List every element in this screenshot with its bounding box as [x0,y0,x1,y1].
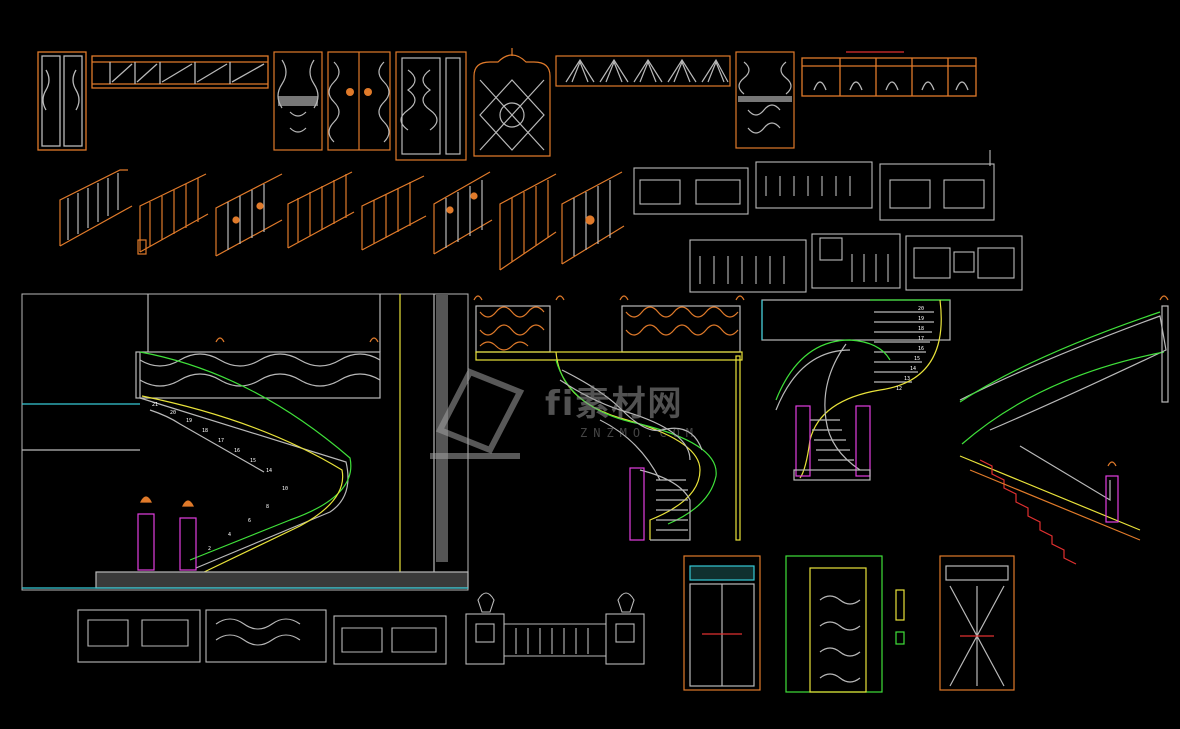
stair-railing-6 [433,171,493,255]
svg-text:17: 17 [218,438,224,444]
svg-text:2: 2 [208,546,211,552]
watermark-text: fi素材网 [545,384,684,424]
door-elevation-1 [683,555,761,691]
stair-railing-2 [137,173,209,255]
svg-text:18: 18 [918,326,924,332]
svg-text:17: 17 [918,336,924,342]
door-elevation-3 [939,555,1015,691]
svg-text:16: 16 [234,448,240,454]
gate-panel-1 [37,51,87,151]
railing-panel-fan [555,55,731,87]
svg-text:15: 15 [914,356,920,362]
small-spiral-staircase [761,299,951,481]
svg-text:13: 13 [904,376,910,382]
svg-text:6: 6 [248,518,251,524]
svg-text:10: 10 [282,486,288,492]
svg-text:4: 4 [228,532,231,538]
watermark-logo-icon [430,368,525,459]
stair-railing-3 [215,173,283,257]
bottom-balustrades [77,592,645,665]
svg-text:19: 19 [918,316,924,322]
stair-railing-5 [361,175,427,251]
stair-railing-8 [561,171,625,265]
balustrade-elevations [633,150,1023,293]
stair-railing-7 [499,173,557,271]
svg-text:16: 16 [918,346,924,352]
arched-gate-panel [473,48,551,157]
svg-text:12: 12 [896,386,902,392]
door-elevation-2 [785,555,905,693]
svg-text:18: 18 [202,428,208,434]
railing-panel-orange-red [801,51,977,97]
right-staircase-elevation [959,295,1169,565]
step-numbers-large: 21 20 19 18 17 16 15 14 10 8 6 4 2 [152,402,288,552]
svg-text:19: 19 [186,418,192,424]
svg-text:20: 20 [170,410,176,416]
gate-panel-3 [327,51,391,151]
gate-panel-4 [395,51,467,161]
svg-text:15: 15 [250,458,256,464]
gate-panel-2 [273,51,323,151]
spiral-staircase-elevation [473,295,745,541]
stair-railing-row [59,169,625,271]
svg-text:8: 8 [266,504,269,510]
svg-text:20: 20 [918,306,924,312]
svg-text:21: 21 [152,402,158,408]
stair-railing-4 [287,171,355,249]
svg-text:14: 14 [266,468,272,474]
stair-railing-1 [59,169,133,247]
watermark-subtext: ZNZMO.COM [580,426,700,440]
railing-panel-glass [91,55,269,89]
gate-panel-5 [735,51,795,149]
svg-text:14: 14 [910,366,916,372]
